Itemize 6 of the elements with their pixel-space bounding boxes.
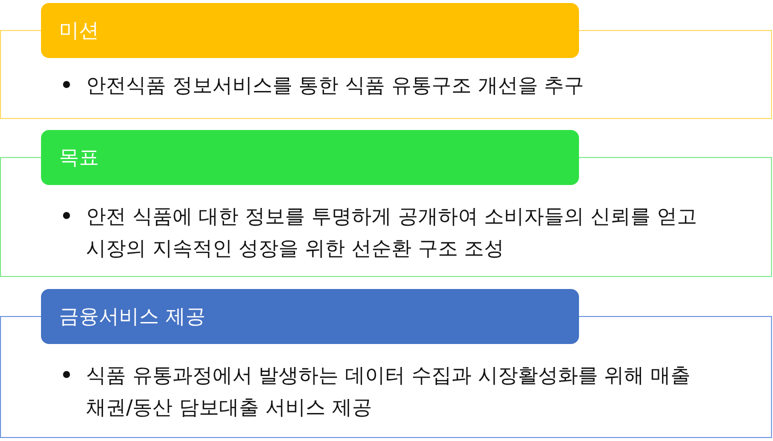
bullet-text: 식품 유통과정에서 발생하는 데이터 수집과 시장활성화를 위해 매출채권/동산 담보대출 서비스 제공 [86, 362, 692, 421]
heading-tab: 목표 [41, 130, 579, 185]
bullet-text: 안전 식품에 대한 정보를 투명하게 공개하여 소비자들의 신뢰를 얻고 시장의 지속적인 성장을 위한 선순환 구조 조성 [86, 203, 698, 262]
heading-tab: 미션 [41, 3, 579, 58]
heading-tab: 금융서비스 제공 [41, 289, 579, 344]
bullet-text: 안전식품 정보서비스를 통한 식품 유통구조 개선을 추구 [86, 72, 586, 99]
